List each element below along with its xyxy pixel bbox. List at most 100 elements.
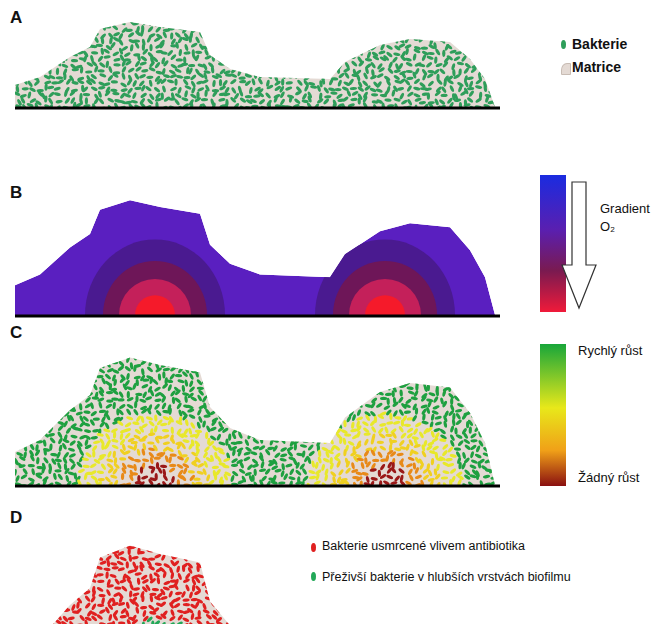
bacterium (82, 24, 89, 32)
bacterium (484, 390, 491, 397)
bacterium (56, 377, 63, 384)
bacterium (31, 402, 37, 410)
bacterium (49, 407, 57, 414)
bacterium (27, 91, 32, 99)
bacterium (223, 378, 231, 384)
bacterium (76, 31, 83, 39)
bacterium (252, 404, 256, 411)
bacterium (301, 384, 307, 392)
bacterium (364, 84, 372, 91)
bacterium (296, 361, 300, 369)
bacterium (470, 67, 477, 74)
bacterium (195, 36, 201, 44)
bacterium (366, 51, 371, 59)
bacterium (404, 57, 412, 62)
bacterium (230, 383, 238, 389)
bacterium (140, 92, 148, 99)
bacterium (356, 365, 362, 373)
bacterium (344, 392, 352, 398)
bacterium (287, 416, 293, 424)
bacterium (36, 381, 43, 384)
bacterium (468, 370, 475, 374)
bacterium (383, 33, 389, 41)
bacterium (189, 36, 192, 43)
bacterium (27, 374, 35, 381)
bacterium (125, 386, 133, 391)
bacterium (404, 79, 411, 87)
bacterium (412, 428, 418, 436)
bacterium (50, 378, 58, 384)
bacterium (120, 354, 127, 358)
bacterium (15, 409, 22, 416)
bacterium (301, 50, 308, 58)
bacterium (435, 389, 439, 396)
bacterium (413, 86, 421, 91)
bacterium (484, 355, 492, 360)
bacterium (282, 27, 290, 33)
bacterium (422, 413, 426, 421)
bacterium (475, 414, 482, 421)
bacterium (414, 29, 419, 37)
bacterium (29, 57, 32, 64)
bacterium (495, 370, 502, 377)
bacterium (201, 27, 209, 34)
bacterium (303, 67, 306, 74)
bacterium (267, 19, 274, 27)
bacterium (463, 384, 471, 391)
bacterium (467, 43, 475, 49)
bacterium (486, 395, 490, 402)
bacterium (37, 428, 45, 433)
bacterium (83, 378, 90, 386)
bacterium (174, 92, 182, 98)
bacterium (334, 376, 342, 381)
bacterium (229, 96, 236, 103)
bacterium (308, 20, 315, 27)
bacterium (457, 85, 462, 93)
bacterium (84, 429, 92, 434)
bacterium (290, 54, 295, 62)
bacterium (466, 76, 474, 81)
bacterium (140, 416, 145, 424)
bacterium (450, 425, 455, 433)
bacterium (279, 98, 285, 106)
bacterium (140, 55, 148, 62)
bacterium (253, 67, 261, 72)
bacterium (364, 366, 371, 373)
bacterium (365, 385, 371, 393)
bacterium (267, 414, 273, 422)
bacterium (490, 410, 498, 415)
bacterium (23, 77, 29, 85)
bacterium (12, 420, 20, 427)
bacterium (99, 421, 106, 429)
bacterium (425, 354, 432, 361)
bacterium (265, 92, 272, 100)
bacterium (486, 380, 491, 388)
bacterium (239, 402, 246, 410)
bacterium (190, 93, 198, 100)
biofilm-matrix (15, 22, 495, 107)
bacterium (304, 396, 308, 404)
bacterium (37, 390, 44, 397)
bacterium (148, 420, 155, 427)
bacterium (243, 423, 251, 427)
bacterium (36, 432, 44, 438)
bacterium (343, 420, 347, 427)
bacterium (491, 30, 498, 37)
bacterium (247, 24, 254, 32)
bacterium (231, 366, 239, 372)
bacterium (236, 423, 244, 428)
bacterium (398, 425, 405, 433)
bacterium (61, 32, 68, 39)
bacterium (392, 374, 397, 382)
bacterium (141, 354, 148, 362)
bacterium (167, 384, 172, 392)
bacterium (495, 25, 503, 30)
bacterium (291, 411, 299, 416)
bacterium (229, 56, 236, 60)
bacterium (467, 419, 474, 427)
bacterium (216, 30, 222, 38)
bacterium (285, 86, 293, 91)
bacterium (158, 373, 162, 380)
bacterium (281, 389, 286, 397)
bacterium (376, 73, 384, 79)
